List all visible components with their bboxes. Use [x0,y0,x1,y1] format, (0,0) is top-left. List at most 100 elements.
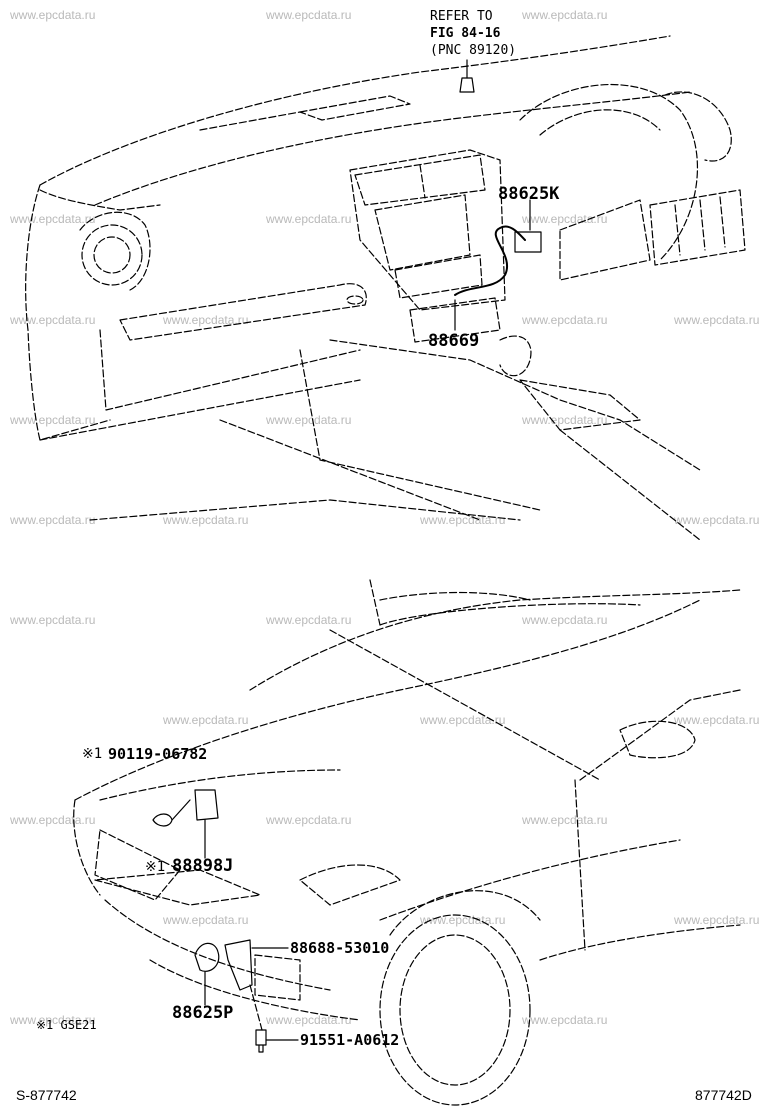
dashboard-top-edge [39,35,671,186]
console-armrest [519,379,641,431]
hood-top [249,589,741,691]
watermark: www.epcdata.ru [522,813,608,827]
bumper-lower [149,959,361,1021]
part-label-88898j[interactable]: 88898J [172,856,234,876]
reference-clip [459,77,475,93]
steering-wheel-outer [519,83,698,261]
dashboard-top-edge-2 [39,189,161,211]
watermark: www.epcdata.ru [10,613,96,627]
a-pillar [329,629,601,781]
front-wheel-inner [399,934,511,1086]
door-line [574,779,586,951]
model-note: ※1 GSE21 [36,1018,97,1032]
watermark: www.epcdata.ru [266,413,352,427]
watermark: www.epcdata.ru [674,713,760,727]
sensor-88898j-body [194,789,219,821]
dashboard-left-side [25,184,111,441]
part-label-88625p[interactable]: 88625P [172,1003,234,1023]
watermark: www.epcdata.ru [266,613,352,627]
part-label-88625k[interactable]: 88625K [498,184,560,204]
sensor-harness [454,225,526,296]
hood-left-edge [73,799,101,896]
watermark: www.epcdata.ru [266,1013,352,1027]
watermark: www.epcdata.ru [163,913,249,927]
reference-note[interactable]: REFER TO FIG 84-16 (PNC 89120) [430,8,516,59]
watermark: www.epcdata.ru [10,8,96,22]
right-switch-panel [649,189,746,266]
body-side [539,924,741,961]
sensor-88625k-body [514,231,542,253]
watermark: www.epcdata.ru [163,513,249,527]
watermark: www.epcdata.ru [420,713,506,727]
center-controls [394,254,483,299]
part-label-90119-06782[interactable]: 90119-06782 [108,745,208,763]
reference-line-2: FIG 84-16 [430,26,501,41]
dashboard-upper-line [94,91,691,206]
reference-line-3: (PNC 89120) [430,43,517,58]
console-outline [329,339,701,471]
leader-90119 [171,799,191,821]
console-side [559,429,701,541]
watermark: www.epcdata.ru [163,313,249,327]
wiper [379,591,531,601]
part-label-91551-a0612[interactable]: 91551-A0612 [300,1031,400,1049]
reference-line-1: REFER TO [430,9,493,24]
right-switch-row [674,196,726,256]
steering-wheel-inner [539,109,661,136]
bolt-91551 [255,1029,267,1053]
front-wheel-arch [389,890,541,936]
part-label-88669[interactable]: 88669 [428,331,480,351]
model-marker: ※1 [145,859,166,875]
left-vent-housing [79,211,151,291]
dashboard-left-inner [99,329,361,411]
watermark: www.epcdata.ru [522,313,608,327]
part-label-88688-53010[interactable]: 88688-53010 [290,939,390,957]
sensor-area [254,954,301,1001]
left-vent-inner [93,236,131,274]
bracket-88688 [224,939,253,991]
center-stack-frame [349,149,506,311]
glovebox-handle [346,295,364,305]
watermark: www.epcdata.ru [10,212,96,226]
watermark: www.epcdata.ru [674,513,760,527]
watermark: www.epcdata.ru [10,1013,96,1027]
right-vent [664,91,732,162]
floor-line-2 [219,419,481,521]
fender-line [379,839,681,921]
center-vents [354,154,486,206]
floor-line [89,499,521,521]
watermark: www.epcdata.ru [266,212,352,226]
defroster-slot [199,111,301,131]
watermark: www.epcdata.ru [163,713,249,727]
watermark: www.epcdata.ru [10,413,96,427]
glovebox [119,283,367,341]
bumper [104,899,331,991]
sensor-88625p-body [194,942,220,972]
defroster-vent [299,95,411,121]
watermark: www.epcdata.ru [10,313,96,327]
headlamp-left [94,829,181,901]
watermark: www.epcdata.ru [266,813,352,827]
console-shifter [499,335,532,377]
watermark: www.epcdata.ru [522,8,608,22]
watermark: www.epcdata.ru [266,8,352,22]
dashboard-lower-panel [39,379,361,441]
watermark: www.epcdata.ru [522,413,608,427]
grille-upper [99,769,341,801]
clip-90119 [152,813,173,827]
left-vent-outer [81,224,143,286]
watermark: www.epcdata.ru [522,212,608,226]
leader-bolt-dashed [249,984,263,1031]
center-knob-row [409,297,501,343]
watermark: www.epcdata.ru [674,913,760,927]
watermark: www.epcdata.ru [522,613,608,627]
illustration-code-left: S-877742 [16,1087,77,1103]
watermark: www.epcdata.ru [522,1013,608,1027]
hood-front-edge [74,599,701,801]
illustration-code-right: 877742D [695,1087,752,1103]
console-lower [299,349,541,511]
antenna [369,579,381,626]
front-wheel [379,914,531,1106]
